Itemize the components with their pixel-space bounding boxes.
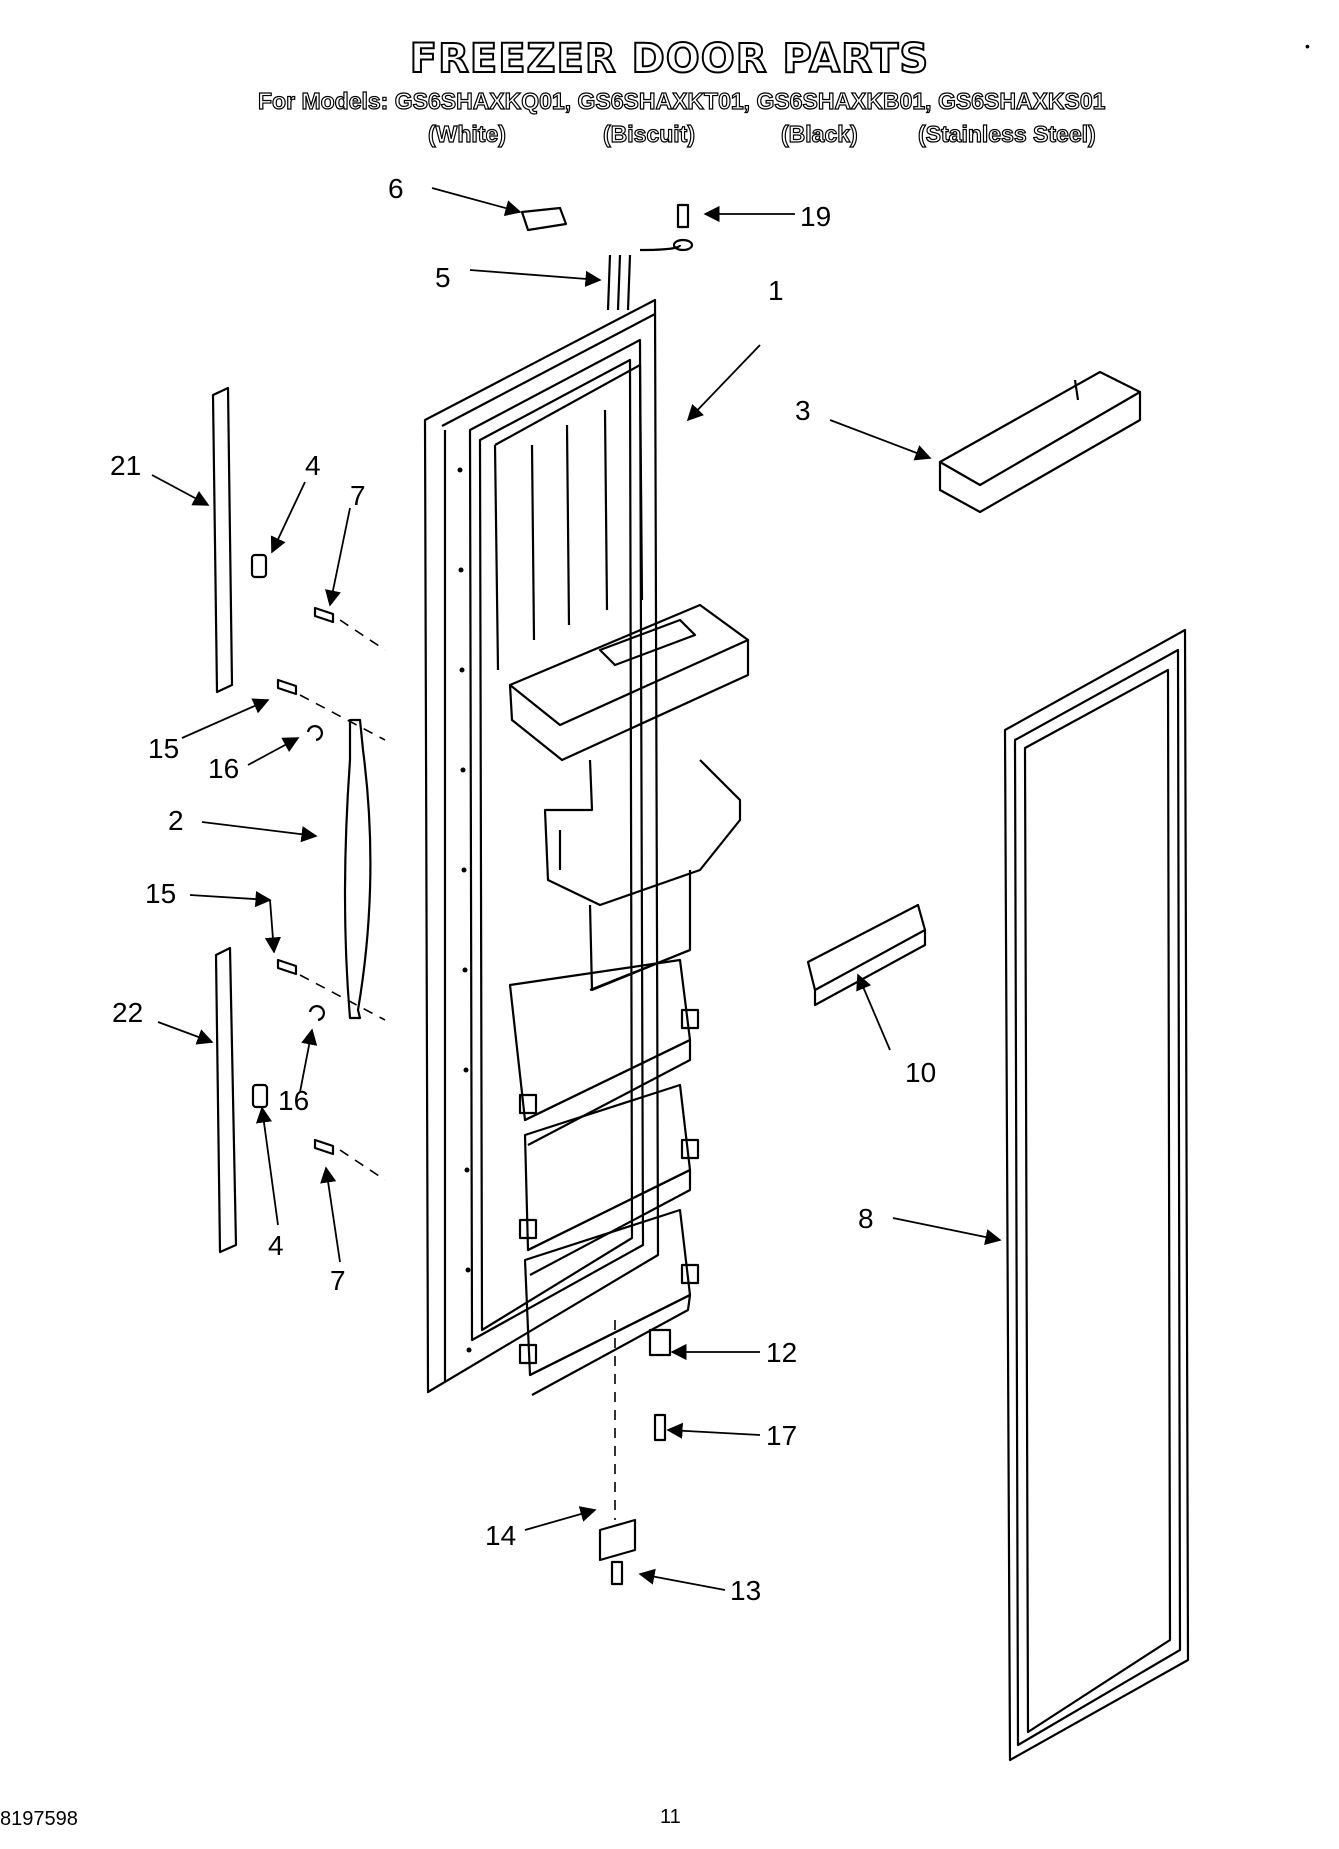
callout-8: 8 <box>858 1203 874 1234</box>
callout-19: 19 <box>800 201 831 232</box>
door-gasket-part-8 <box>1003 628 1190 1762</box>
callout-17: 17 <box>766 1420 797 1451</box>
callout-13: 13 <box>730 1575 761 1606</box>
color-stainless: (Stainless Steel) <box>917 120 1096 147</box>
color-black: (Black) <box>780 120 858 147</box>
callout-10: 10 <box>905 1057 936 1088</box>
trim-part-10 <box>806 903 927 1007</box>
callout-22: 22 <box>112 997 143 1028</box>
callout-12: 12 <box>766 1337 797 1368</box>
color-biscuit: (Biscuit) <box>602 120 695 147</box>
hardware <box>250 203 694 1586</box>
trim-part-22 <box>214 946 238 1254</box>
callout-1: 1 <box>768 275 784 306</box>
doc-number: 8197598 <box>0 1808 78 1830</box>
page-number: 11 <box>660 1806 681 1828</box>
callout-2: 2 <box>168 805 184 836</box>
color-white: (White) <box>427 120 506 147</box>
handle-part-2 <box>343 718 372 1020</box>
callout-7-top: 7 <box>350 480 366 511</box>
corner-mark: • <box>1305 38 1310 54</box>
models-line: For Models: GS6SHAXKQ01, GS6SHAXKT01, GS… <box>257 87 1106 114</box>
door-liner-assembly <box>423 298 750 1396</box>
door-bins <box>508 958 700 1396</box>
callout-16-bottom: 16 <box>278 1085 309 1116</box>
callout-labels: 6 19 5 1 3 21 4 7 15 16 2 15 22 16 4 7 1… <box>110 173 936 1606</box>
callout-15-top: 15 <box>148 733 179 764</box>
callout-4-top: 4 <box>305 450 321 481</box>
callout-14: 14 <box>485 1520 516 1551</box>
callout-5: 5 <box>435 262 451 293</box>
page-title: FREEZER DOOR PARTS <box>409 35 930 83</box>
callout-4-bottom: 4 <box>268 1230 284 1261</box>
trim-part-21 <box>211 386 234 694</box>
callout-3: 3 <box>795 395 811 426</box>
callout-7-bottom: 7 <box>330 1265 346 1296</box>
callout-6: 6 <box>388 173 404 204</box>
callout-15-bottom: 15 <box>145 878 176 909</box>
callout-16-top: 16 <box>208 753 239 784</box>
callout-21: 21 <box>110 450 141 481</box>
door-bin-part-3 <box>938 370 1142 514</box>
